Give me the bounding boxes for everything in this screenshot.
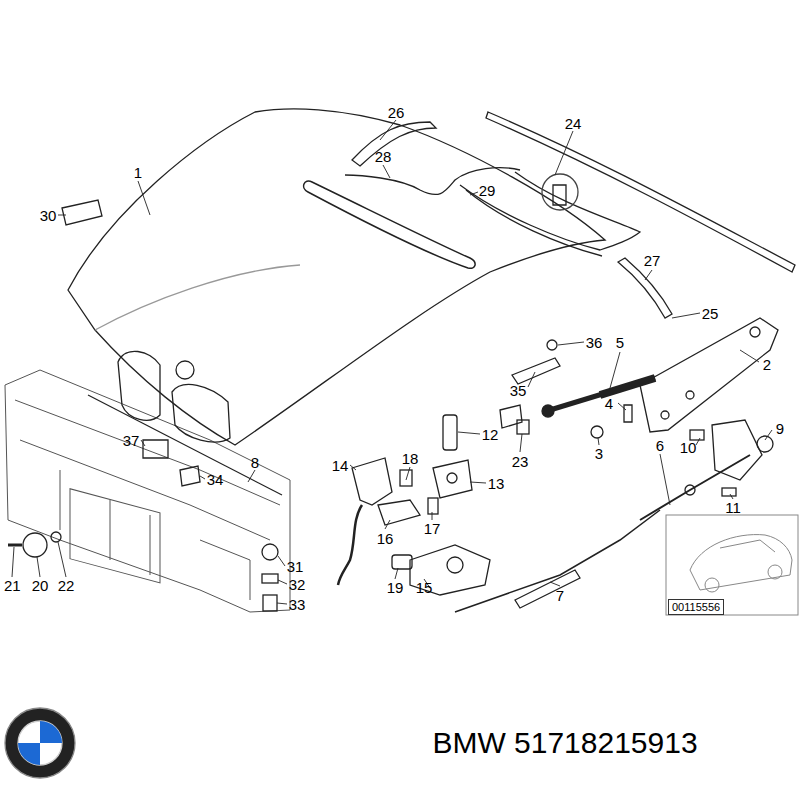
- callout-number: 35: [509, 382, 528, 399]
- callout-number: 28: [374, 148, 393, 165]
- callout-number: 12: [481, 426, 500, 443]
- callout-number: 36: [585, 334, 604, 351]
- callout-number: 17: [423, 520, 442, 537]
- callout-number: 14: [331, 457, 350, 474]
- figure-number-box: 00115556: [668, 599, 724, 615]
- callout-number: 15: [415, 579, 434, 596]
- callout-number: 23: [511, 453, 530, 470]
- brand-logo: [5, 708, 75, 778]
- callout-number: 32: [288, 576, 307, 593]
- callout-number: 7: [555, 587, 565, 604]
- callout-number: 27: [643, 252, 662, 269]
- callout-number: 16: [376, 530, 395, 547]
- callout-number: 10: [679, 439, 698, 456]
- front-panel: [5, 370, 290, 612]
- callout-number: 21: [3, 577, 22, 594]
- callout-number: 31: [286, 558, 305, 575]
- callout-number: 18: [401, 450, 420, 467]
- callout-number: 1: [133, 164, 143, 181]
- part-number-title: BMW 51718215913: [431, 727, 698, 759]
- callout-number: 2: [762, 356, 772, 373]
- figure-number: 00115556: [672, 601, 720, 613]
- callout-number: 26: [387, 104, 406, 121]
- callout-number: 34: [206, 471, 225, 488]
- callout-number: 25: [701, 305, 720, 322]
- callout-number: 20: [31, 577, 50, 594]
- callout-number: 30: [39, 207, 58, 224]
- callout-number: 4: [604, 395, 614, 412]
- callout-number: 13: [487, 475, 506, 492]
- callout-number: 8: [250, 454, 260, 471]
- leader-lines: [12, 120, 772, 604]
- hood: [68, 109, 605, 445]
- callout-number: 33: [288, 596, 307, 613]
- callout-number: 5: [615, 334, 625, 351]
- callout-number: 37: [122, 432, 141, 449]
- callout-number: 19: [386, 579, 405, 596]
- callout-number: 9: [775, 420, 785, 437]
- callout-number: 6: [655, 437, 665, 454]
- callout-number: 29: [478, 182, 497, 199]
- callout-number: 3: [594, 445, 604, 462]
- callout-number: 22: [57, 577, 76, 594]
- callout-number: 24: [564, 115, 583, 132]
- callout-number: 11: [724, 499, 742, 516]
